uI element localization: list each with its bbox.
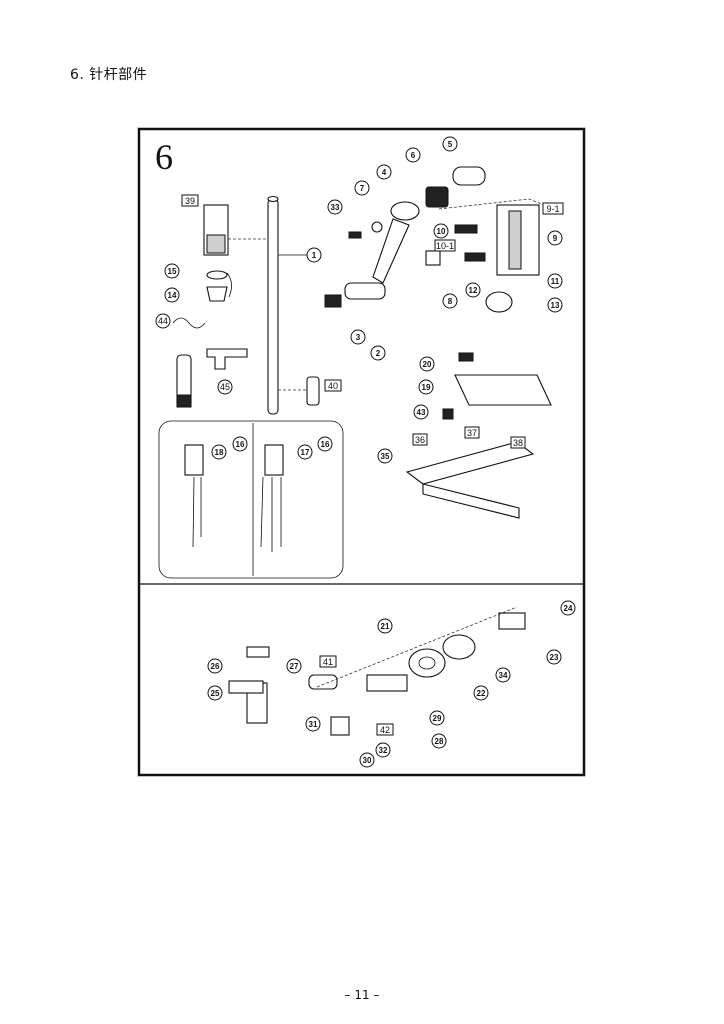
screw-33 (348, 231, 362, 239)
diagram-frame (137, 127, 586, 777)
callout-36: 36 (415, 435, 425, 445)
needle-plate (454, 374, 552, 406)
callout-31: 31 (309, 720, 318, 729)
screw-20 (458, 352, 474, 362)
lever-30 (330, 716, 350, 736)
callout-9: 9 (553, 234, 558, 243)
counterweight-part (452, 166, 486, 186)
callout-6: 6 (411, 151, 416, 160)
callout-11: 11 (551, 277, 560, 286)
callout-26: 26 (211, 662, 220, 671)
thread-guide (176, 354, 192, 408)
callout-16-left: 16 (236, 440, 245, 449)
callout-16-right: 16 (321, 440, 330, 449)
screw-10 (454, 224, 478, 234)
exploded-parts-diagram: 6 (137, 127, 586, 777)
callout-7: 7 (360, 184, 365, 193)
callout-9-1: 9-1 (546, 204, 559, 214)
needle-clamp-inset (158, 420, 344, 579)
callout-14: 14 (168, 291, 177, 300)
callout-8: 8 (448, 297, 453, 306)
callout-10-1: 10-1 (436, 241, 454, 251)
callout-2: 2 (376, 349, 381, 358)
callout-15: 15 (168, 267, 177, 276)
callout-45: 45 (220, 382, 230, 392)
callout-23: 23 (550, 653, 559, 662)
callout-42: 42 (380, 725, 390, 735)
base-plate (405, 441, 535, 519)
callout-30: 30 (363, 756, 372, 765)
callout-34: 34 (499, 671, 508, 680)
screw-12 (464, 252, 486, 262)
spring-clip (172, 317, 206, 329)
gear-part (425, 186, 449, 208)
pulley-21 (408, 648, 446, 678)
figure-number: 6 (155, 137, 173, 177)
callout-3: 3 (356, 333, 361, 342)
holder-part (206, 272, 232, 302)
callout-13: 13 (551, 301, 560, 310)
callout-4: 4 (382, 168, 387, 177)
callout-18: 18 (215, 448, 224, 457)
callout-21: 21 (381, 622, 390, 631)
needle-clamp-left (184, 444, 204, 548)
screw-7 (371, 221, 383, 233)
callout-37: 37 (467, 428, 477, 438)
callout-12: 12 (469, 286, 478, 295)
callout-39: 39 (185, 196, 195, 206)
callout-19: 19 (422, 383, 431, 392)
needle-bar-crank (372, 201, 420, 284)
callout-20: 20 (423, 360, 432, 369)
callout-10: 10 (437, 227, 446, 236)
screw-43 (442, 408, 454, 420)
washer-part (206, 270, 228, 280)
callout-28: 28 (435, 737, 444, 746)
ring-34 (442, 634, 476, 660)
needle-bar (267, 195, 307, 415)
page-number: – 11 – (344, 988, 380, 1002)
thread-take-up-lower (228, 646, 270, 724)
slide-block (425, 250, 441, 266)
shaft-41 (308, 674, 338, 690)
callout-25: 25 (211, 689, 220, 698)
callout-24: 24 (564, 604, 573, 613)
bar-holder-assy (438, 198, 550, 276)
callout-1: 1 (312, 251, 317, 260)
callout-40: 40 (328, 381, 338, 391)
bracket-part (206, 348, 248, 370)
callout-41: 41 (323, 657, 333, 667)
callout-44: 44 (158, 316, 168, 326)
needle-clamp-right (260, 444, 284, 552)
sleeve-part (203, 204, 268, 256)
callout-17: 17 (301, 448, 310, 457)
needle-bar-connecting-link (324, 282, 386, 308)
callout-33: 33 (331, 203, 340, 212)
arm-23 (498, 612, 526, 630)
section-title: 6. 针杆部件 (70, 67, 148, 83)
callout-5: 5 (448, 140, 453, 149)
callout-35: 35 (381, 452, 390, 461)
bushing-part (278, 376, 320, 406)
crank-lower (366, 674, 408, 692)
roller-13 (485, 291, 513, 313)
callout-32: 32 (379, 746, 388, 755)
callout-29: 29 (433, 714, 442, 723)
callout-38: 38 (513, 438, 523, 448)
callout-22: 22 (477, 689, 486, 698)
callout-27: 27 (290, 662, 299, 671)
callout-43: 43 (417, 408, 426, 417)
